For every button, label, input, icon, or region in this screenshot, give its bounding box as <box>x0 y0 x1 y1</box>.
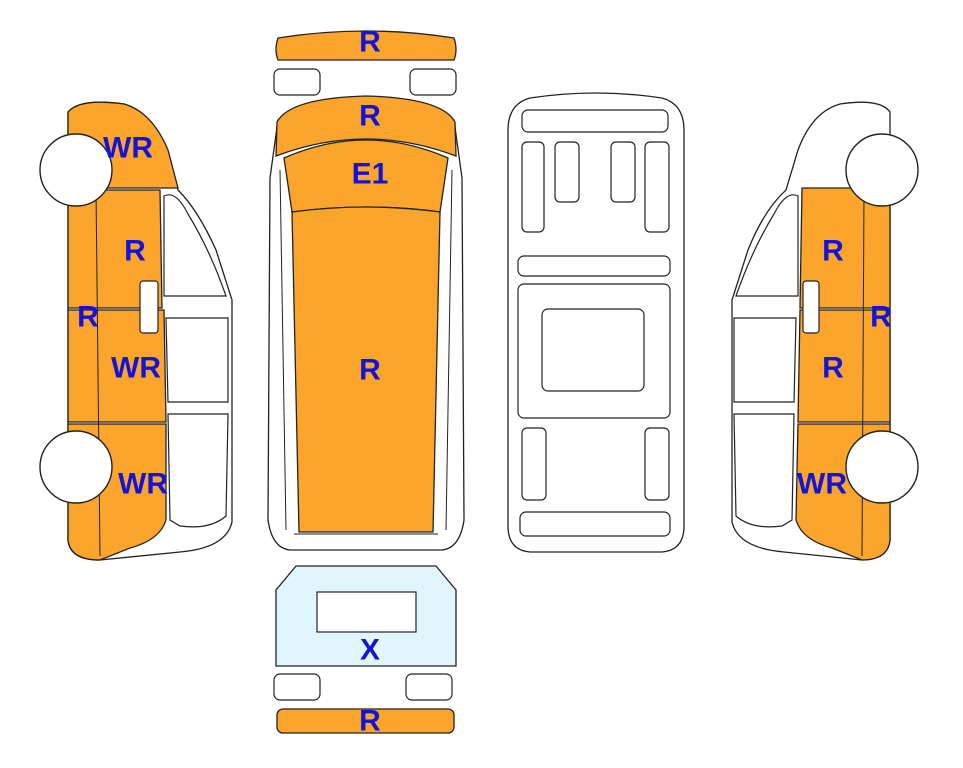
label-left-front-door: R <box>124 235 146 268</box>
label-rear-bumper: R <box>359 705 381 738</box>
underside-rear-bar <box>519 511 671 537</box>
label-right-rear-door: R <box>822 352 844 385</box>
right-rear-wheel[interactable] <box>845 430 919 504</box>
right-rear-window <box>733 413 795 528</box>
label-right-rear-fender: WR <box>797 468 847 501</box>
underside-outline <box>507 92 685 553</box>
underside-seat-1 <box>521 141 545 233</box>
label-right-sill: R <box>870 301 892 334</box>
label-right-front-door: R <box>822 235 844 268</box>
front-left-headlight[interactable] <box>273 68 321 96</box>
left-rear-window <box>167 413 229 528</box>
underside-mid-bar <box>517 255 671 277</box>
label-left-sill: R <box>77 301 99 334</box>
left-rear-wheel[interactable] <box>39 430 113 504</box>
right-door-handle <box>802 280 820 334</box>
right-front-window <box>735 194 799 297</box>
front-right-headlight[interactable] <box>409 68 457 96</box>
underside-front-bar <box>521 109 669 133</box>
rear-left-taillight[interactable] <box>273 673 321 701</box>
underside-seat-3 <box>610 141 636 203</box>
damage-labels: R R E1 R X R WR R R WR WR R R R WR <box>77 26 892 738</box>
label-left-rear-door: WR <box>111 352 161 385</box>
right-rear-door-panel[interactable] <box>797 309 891 423</box>
label-windshield: E1 <box>352 158 389 191</box>
right-front-door-panel[interactable] <box>799 187 891 309</box>
rear-view <box>273 565 457 734</box>
label-left-front-fender: WR <box>103 132 153 165</box>
label-roof: R <box>359 354 381 387</box>
label-left-rear-fender: WR <box>118 468 168 501</box>
left-front-wheel[interactable] <box>39 133 113 207</box>
top-right-pillar-line <box>445 169 453 531</box>
underside-seat-4 <box>644 141 670 233</box>
left-door-handle <box>139 280 159 334</box>
hood-panel[interactable] <box>275 95 457 157</box>
underside-seat-2 <box>554 141 580 203</box>
rear-license-plate-area <box>316 591 417 633</box>
underside-view <box>507 92 685 553</box>
left-mid-window <box>165 317 229 403</box>
roof-panel[interactable] <box>291 206 441 533</box>
left-side-view <box>39 101 233 561</box>
front-bumper-panel[interactable] <box>275 30 457 61</box>
left-rear-door-panel[interactable] <box>67 309 167 423</box>
left-front-door-panel[interactable] <box>67 189 163 309</box>
top-left-pillar-line <box>279 169 287 531</box>
underside-rear-right-wheelwell <box>644 427 670 501</box>
underside-rear-left-wheelwell <box>521 427 547 501</box>
right-mid-window <box>733 317 797 403</box>
label-hood: R <box>359 100 381 133</box>
right-side-view <box>731 101 919 561</box>
rear-right-taillight[interactable] <box>405 673 453 701</box>
right-front-wheel[interactable] <box>845 133 919 207</box>
label-front-bumper: R <box>359 26 381 59</box>
rear-bumper-panel[interactable] <box>276 708 455 734</box>
left-front-window <box>163 194 227 297</box>
top-view <box>267 30 465 551</box>
label-rear-glass: X <box>360 634 380 667</box>
underside-cargo-box <box>541 308 645 392</box>
